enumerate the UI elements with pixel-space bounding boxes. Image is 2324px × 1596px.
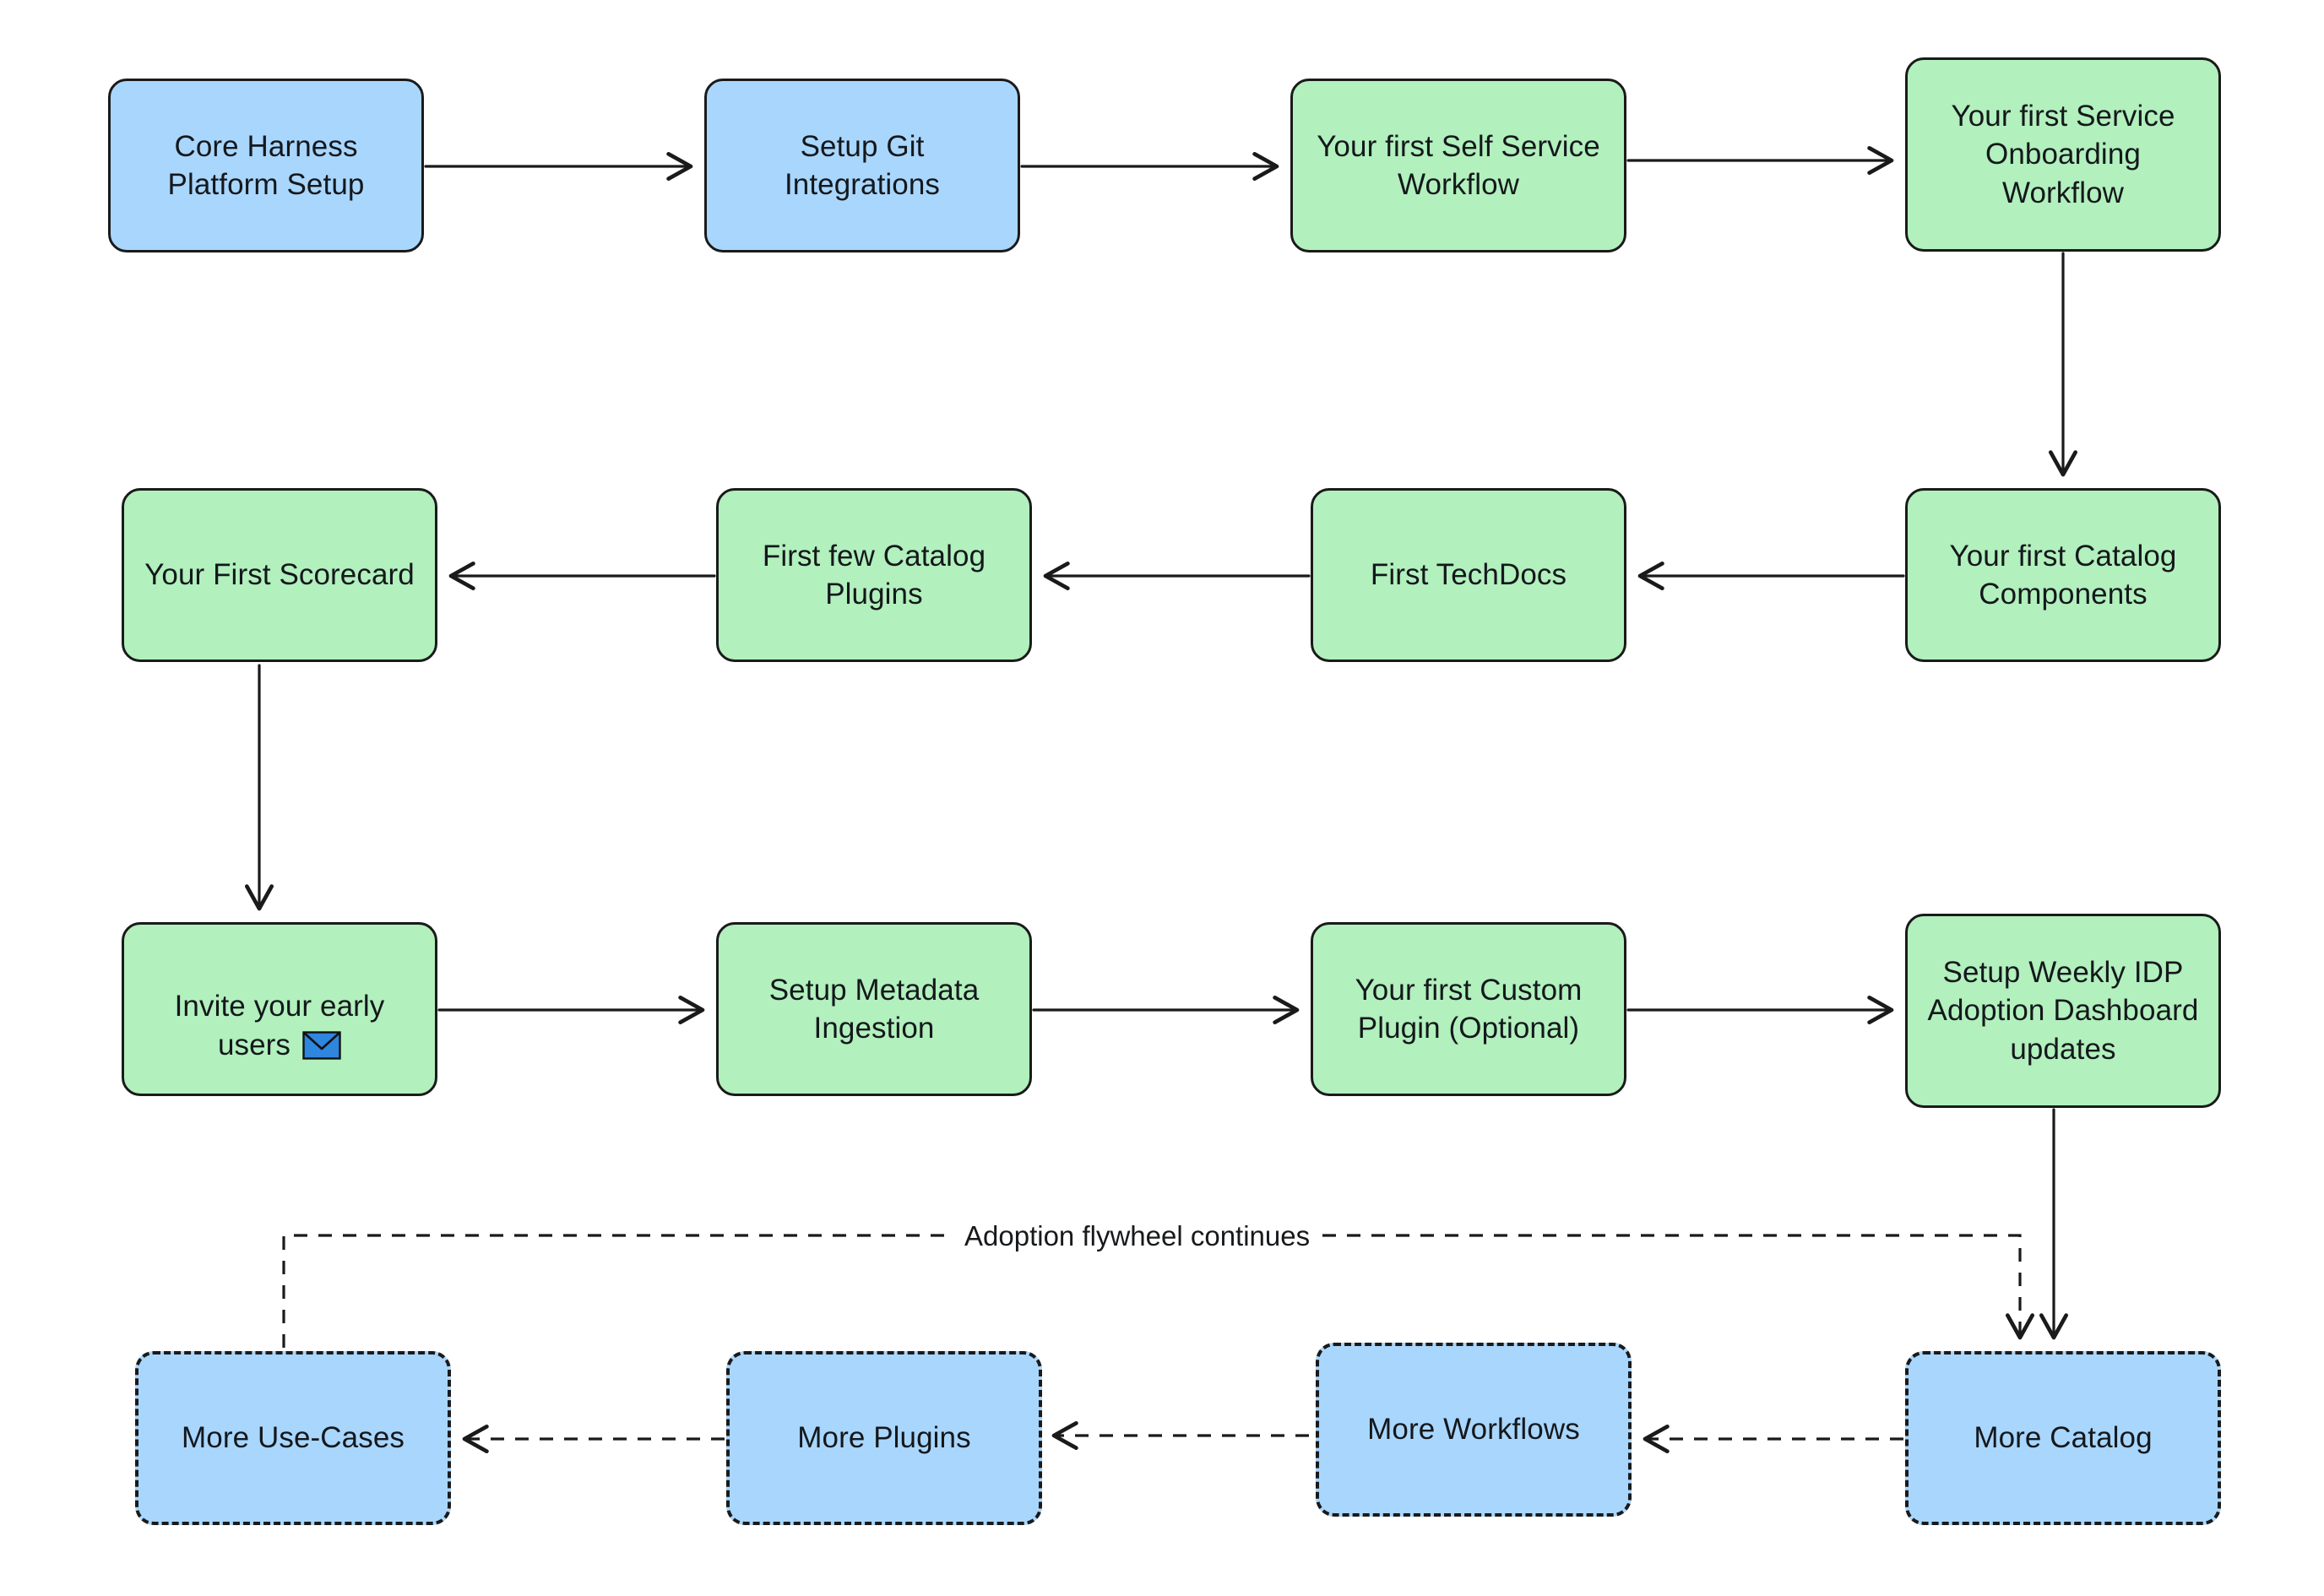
node-label: Invite your early users	[175, 949, 385, 1070]
node-label: More Catalog	[1974, 1421, 2153, 1455]
node-label: First TechDocs	[1370, 558, 1567, 592]
node-label: Your First Scorecard	[144, 558, 415, 592]
edge-n16-n13-flywheel	[282, 1234, 2035, 1348]
node-setup-weekly-idp-adoption-dashboard-updates[interactable]: Setup Weekly IDP Adoption Dashboard upda…	[1905, 914, 2221, 1108]
node-your-first-custom-plugin[interactable]: Your first Custom Plugin (Optional)	[1311, 922, 1626, 1096]
edge-label-adoption-flywheel: Adoption flywheel continues	[953, 1222, 1322, 1250]
node-your-first-service-onboarding-workflow[interactable]: Your first Service Onboarding Workflow	[1905, 57, 2221, 252]
node-your-first-scorecard[interactable]: Your First Scorecard	[122, 488, 437, 662]
node-label: Your first Custom Plugin (Optional)	[1355, 973, 1583, 1045]
node-label: Your first Catalog Components	[1949, 539, 2177, 611]
node-label: Setup Git Integrations	[784, 129, 941, 202]
node-label: Setup Metadata Ingestion	[768, 973, 980, 1045]
node-more-catalog[interactable]: More Catalog	[1905, 1351, 2221, 1525]
node-first-techdocs[interactable]: First TechDocs	[1311, 488, 1626, 662]
node-invite-your-early-users[interactable]: Invite your early users	[122, 922, 437, 1096]
node-more-plugins[interactable]: More Plugins	[726, 1351, 1042, 1525]
node-setup-metadata-ingestion[interactable]: Setup Metadata Ingestion	[716, 922, 1032, 1096]
node-more-workflows[interactable]: More Workflows	[1316, 1343, 1632, 1517]
node-label: Core Harness Platform Setup	[167, 129, 365, 202]
node-label: Your first Self Service Workflow	[1317, 129, 1600, 202]
node-more-use-cases[interactable]: More Use-Cases	[135, 1351, 451, 1525]
node-setup-git-integrations[interactable]: Setup Git Integrations	[704, 79, 1020, 252]
node-label: Setup Weekly IDP Adoption Dashboard upda…	[1927, 955, 2199, 1066]
node-label: First few Catalog Plugins	[762, 539, 986, 611]
node-core-harness-platform-setup[interactable]: Core Harness Platform Setup	[108, 79, 424, 252]
node-your-first-catalog-components[interactable]: Your first Catalog Components	[1905, 488, 2221, 662]
node-label: More Plugins	[797, 1421, 971, 1455]
node-label-text: Invite your early users	[174, 990, 385, 1061]
node-label: More Workflows	[1367, 1413, 1580, 1447]
node-first-few-catalog-plugins[interactable]: First few Catalog Plugins	[716, 488, 1032, 662]
mail-icon	[302, 1031, 341, 1070]
node-your-first-self-service-workflow[interactable]: Your first Self Service Workflow	[1290, 79, 1626, 252]
node-label: More Use-Cases	[182, 1421, 405, 1455]
node-label: Your first Service Onboarding Workflow	[1951, 99, 2175, 209]
